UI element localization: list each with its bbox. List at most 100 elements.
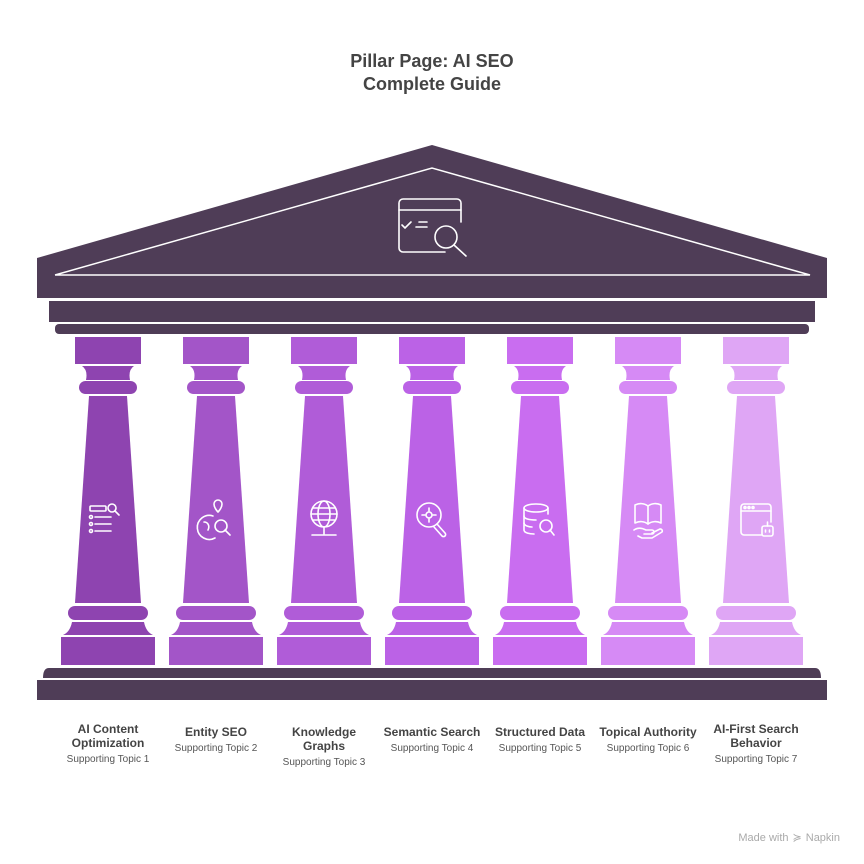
pillar-plinth [601, 637, 695, 665]
pillar-lower-ring [500, 606, 580, 620]
list-search-icon [88, 503, 120, 534]
pillar-neck [514, 366, 566, 380]
pillar-upper-ring [79, 381, 137, 394]
pillar-flare [63, 622, 153, 635]
pillar-2 [169, 337, 263, 665]
architrave [49, 301, 815, 322]
pillar-plinth [169, 637, 263, 665]
pillar-capital [615, 337, 681, 364]
pillar-upper-ring [187, 381, 245, 394]
pillar-capital [75, 337, 141, 364]
pillar-shaft [507, 396, 573, 603]
checklist-search-icon [398, 198, 467, 257]
pillar-subtitle: Supporting Topic 1 [66, 754, 150, 765]
pillar-plinth [277, 637, 371, 665]
pillar-title: Knowledge Graphs [291, 725, 356, 753]
pillar-subtitle: Supporting Topic 3 [282, 757, 366, 768]
pillar-title: Topical Authority [599, 725, 697, 739]
pillar-shaft [291, 396, 357, 603]
pillar-flare [711, 622, 801, 635]
pillar-flare [387, 622, 477, 635]
pillar-flare [279, 622, 369, 635]
pillar-neck [190, 366, 242, 380]
globe-location-search-icon [196, 499, 231, 541]
globe-stand-icon [310, 500, 338, 536]
pillar-lower-ring [284, 606, 364, 620]
pillar-shaft [399, 396, 465, 603]
pillar-lower-ring [716, 606, 796, 620]
pillar-plinth [709, 637, 803, 665]
pillar-subtitle: Supporting Topic 6 [606, 743, 690, 754]
title-line-1: Pillar Page: AI SEO [350, 51, 514, 71]
stylobate [43, 668, 821, 678]
browser-robot-icon [740, 503, 774, 537]
pillar-shaft [723, 396, 789, 603]
hand-book-icon [633, 502, 664, 539]
pillar-shaft [183, 396, 249, 603]
pillar-neck [730, 366, 782, 380]
pillar-upper-ring [727, 381, 785, 394]
pillar-plinth [493, 637, 587, 665]
capital-band [55, 324, 809, 334]
temple-roof [37, 145, 827, 334]
pillar-upper-ring [619, 381, 677, 394]
pillar-shaft [615, 396, 681, 603]
pillar-subtitle: Supporting Topic 7 [714, 754, 798, 765]
pillar-lower-ring [68, 606, 148, 620]
pillar-subtitle: Supporting Topic 5 [498, 743, 582, 754]
pillar-6 [601, 337, 695, 665]
pillar-title: AI-First Search Behavior [713, 722, 799, 750]
pillar-neck [298, 366, 350, 380]
title-line-2: Complete Guide [362, 74, 501, 94]
pillar-5 [493, 337, 587, 665]
pillar-shaft [75, 396, 141, 603]
pillar-upper-ring [295, 381, 353, 394]
pillar-neck [82, 366, 134, 380]
made-with-text: Made with [738, 831, 789, 844]
base-platform [37, 680, 827, 700]
pillar-title: Structured Data [494, 725, 586, 739]
temple-base [37, 668, 827, 700]
pillar-neck [406, 366, 458, 380]
pillar-3 [277, 337, 371, 665]
pillar-capital [399, 337, 465, 364]
pillar-7 [709, 337, 803, 665]
pillar-upper-ring [403, 381, 461, 394]
pillar-lower-ring [176, 606, 256, 620]
database-search-icon [523, 503, 555, 536]
pillar-lower-ring [392, 606, 472, 620]
gear-search-icon [416, 502, 447, 538]
pillar-capital [507, 337, 573, 364]
napkin-watermark: Made with ≽ Napkin [738, 831, 840, 845]
pillar-plinth [385, 637, 479, 665]
pediment-inner-line [54, 167, 811, 276]
pillar-capital [183, 337, 249, 364]
pillar-title: AI Content Optimization [71, 722, 145, 750]
pillar-title: Entity SEO [184, 725, 247, 739]
pillar-flare [495, 622, 585, 635]
pillar-flare [603, 622, 693, 635]
pillar-1 [61, 337, 155, 665]
pillar-plinth [61, 637, 155, 665]
pillar-upper-ring [511, 381, 569, 394]
pillar-flare [171, 622, 261, 635]
pillar-title: Semantic Search [383, 725, 481, 739]
pediment [37, 145, 827, 298]
pillar-label-2: Entity SEO Supporting Topic 2 [162, 725, 270, 754]
pillar-subtitle: Supporting Topic 2 [174, 743, 258, 754]
pillar-lower-ring [608, 606, 688, 620]
napkin-logo-icon: ≽ [792, 832, 802, 844]
pillar-neck [622, 366, 674, 380]
pillar-capital [723, 337, 789, 364]
pillar-subtitle: Supporting Topic 4 [390, 743, 474, 754]
pillar-4 [385, 337, 479, 665]
pillar-capital [291, 337, 357, 364]
diagram-title: Pillar Page: AI SEO Complete Guide [0, 50, 864, 96]
